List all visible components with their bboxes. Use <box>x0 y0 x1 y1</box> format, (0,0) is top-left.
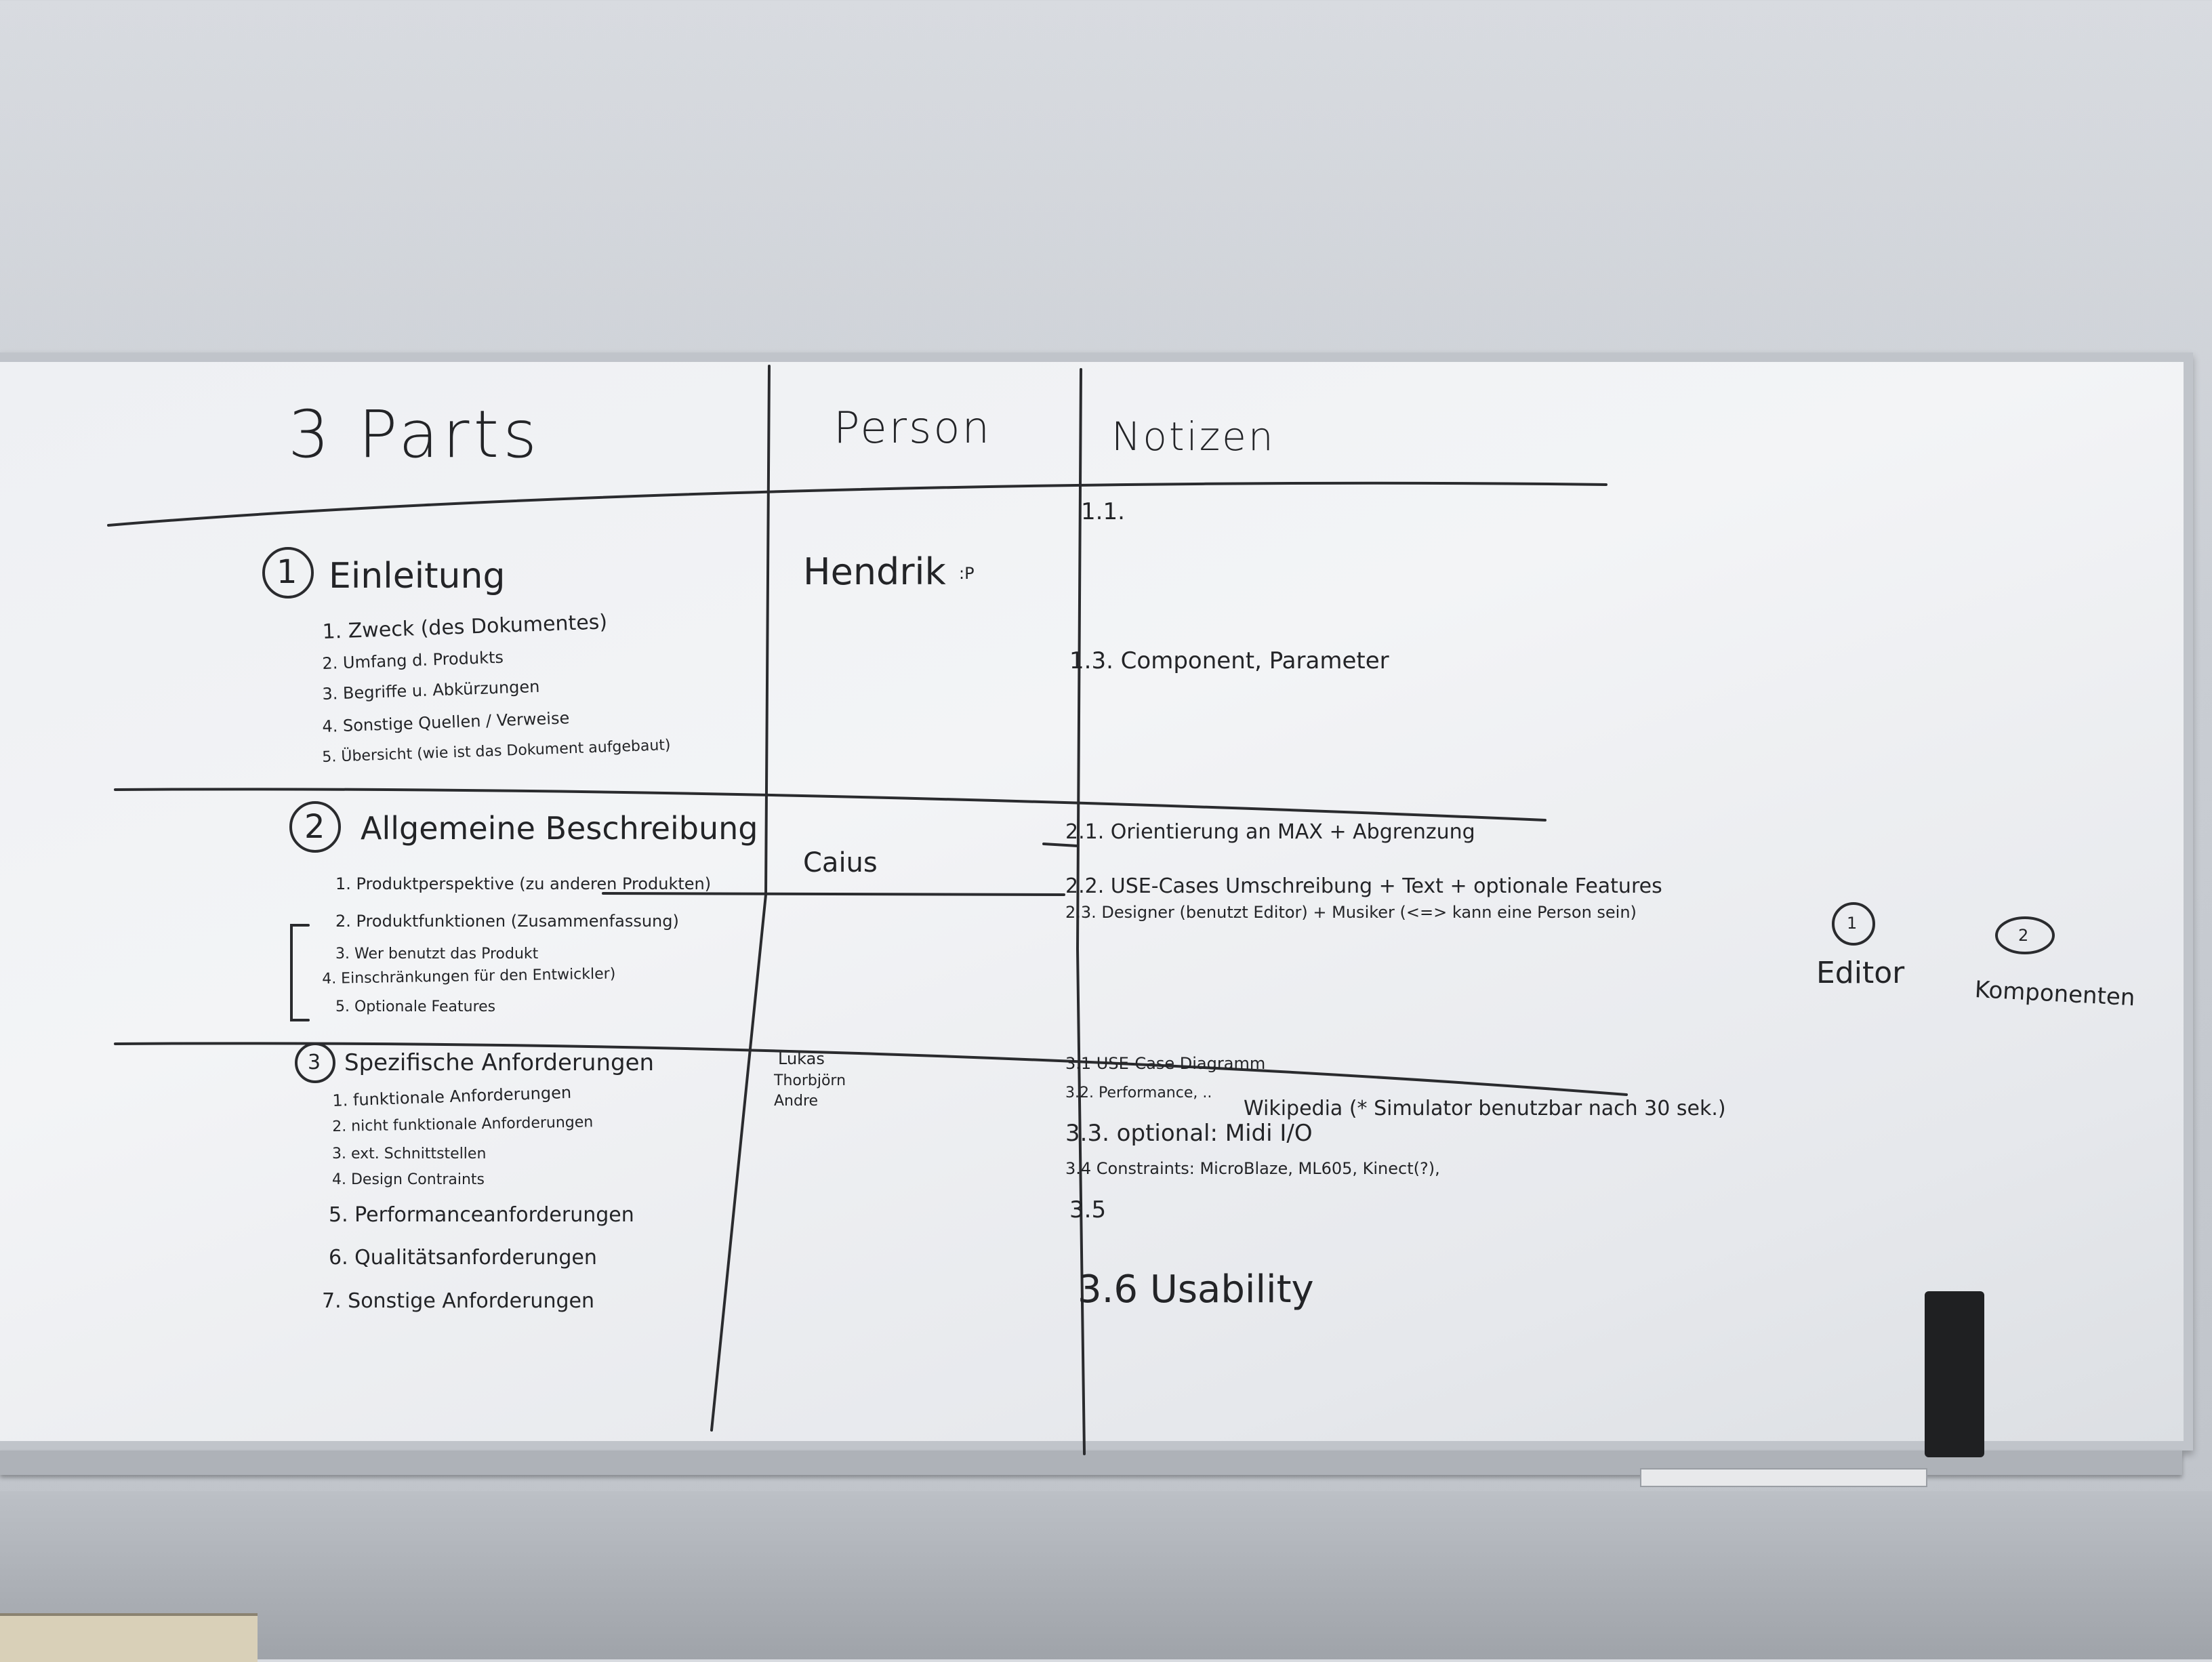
note-3-2: 3.2. Performance, .. <box>1065 1085 1212 1101</box>
header-parts: 3 Parts <box>288 397 541 472</box>
section-3-person: Andre <box>774 1093 819 1110</box>
whiteboard <box>0 352 2193 1451</box>
note-1-1: 1.1. <box>1081 498 1125 525</box>
circle-3 <box>295 1042 335 1083</box>
section-2-person: Caius <box>803 847 878 878</box>
note-3-1: 3.1 USE-Case Diagramm <box>1065 1054 1266 1073</box>
section-rule-2 <box>602 892 1065 896</box>
section-2-item: 1. Produktperspektive (zu anderen Produk… <box>335 874 712 893</box>
section-1-person-extra: :P <box>959 564 975 583</box>
section-1-person: Hendrik <box>803 550 946 593</box>
section-3-person: Lukas <box>778 1049 825 1068</box>
note-3-6: 3.6 Usability <box>1078 1268 1314 1312</box>
bracket <box>290 924 310 1021</box>
note-3-3: 3.3. optional: Midi I/O <box>1065 1120 1313 1147</box>
column-rule-2 <box>1076 368 1086 1455</box>
desk-device <box>0 1613 258 1662</box>
notes-tick <box>1042 843 1079 847</box>
section-2-item: 5. Optionale Features <box>335 998 496 1015</box>
section-3-item: 6. Qualitätsanforderungen <box>329 1246 597 1270</box>
side-one-number: 1 <box>1847 914 1858 933</box>
side-one-label: Editor <box>1816 956 1905 990</box>
section-3-item: 4. Design Contraints <box>332 1171 485 1188</box>
section-3-item: 7. Sonstige Anforderungen <box>322 1289 594 1313</box>
section-1-number: 1 <box>276 553 298 591</box>
circle-side-2 <box>1995 916 2055 954</box>
section-3-item: 5. Performanceanforderungen <box>329 1203 634 1227</box>
tray-ledge <box>1640 1468 1927 1487</box>
side-two-number: 2 <box>2018 926 2029 945</box>
section-2-number: 2 <box>304 808 325 846</box>
floor-area <box>0 1491 2212 1659</box>
section-3-item: 3. ext. Schnittstellen <box>332 1146 487 1162</box>
section-3-title: Spezifische Anforderungen <box>344 1049 655 1076</box>
section-3-person: Thorbjörn <box>774 1072 846 1089</box>
section-rule-3 <box>114 1042 1628 1096</box>
section-2-item: 2. Produktfunktionen (Zusammenfassung) <box>335 912 679 931</box>
circle-1 <box>262 547 314 599</box>
note-3-5: 3.5 <box>1069 1196 1107 1223</box>
column-rule-1 <box>710 365 771 1432</box>
section-rule-1 <box>114 788 1547 822</box>
note-2-2: 2.2. USE-Cases Umschreibung + Text + opt… <box>1065 874 1662 898</box>
header-notes: Notizen <box>1111 413 1275 460</box>
note-1-3: 1.3. Component, Parameter <box>1069 647 1389 674</box>
section-1-title: Einleitung <box>329 556 506 596</box>
note-3-2-extra: Wikipedia (* Simulator benutzbar nach 30… <box>1244 1097 1726 1120</box>
note-3-4: 3.4 Constraints: MicroBlaze, ML605, Kine… <box>1065 1159 1440 1178</box>
circle-side-1 <box>1832 902 1875 946</box>
eraser <box>1925 1291 1984 1457</box>
note-2-1: 2.1. Orientierung an MAX + Abgrenzung <box>1065 820 1475 844</box>
note-2-3: 2.3. Designer (benutzt Editor) + Musiker… <box>1065 903 1637 922</box>
section-2-item: 3. Wer benutzt das Produkt <box>335 946 539 962</box>
section-2-title: Allgemeine Beschreibung <box>361 810 758 847</box>
circle-2 <box>289 801 341 853</box>
header-person: Person <box>834 403 992 453</box>
section-3-number: 3 <box>308 1051 321 1074</box>
header-rule <box>107 481 1607 527</box>
